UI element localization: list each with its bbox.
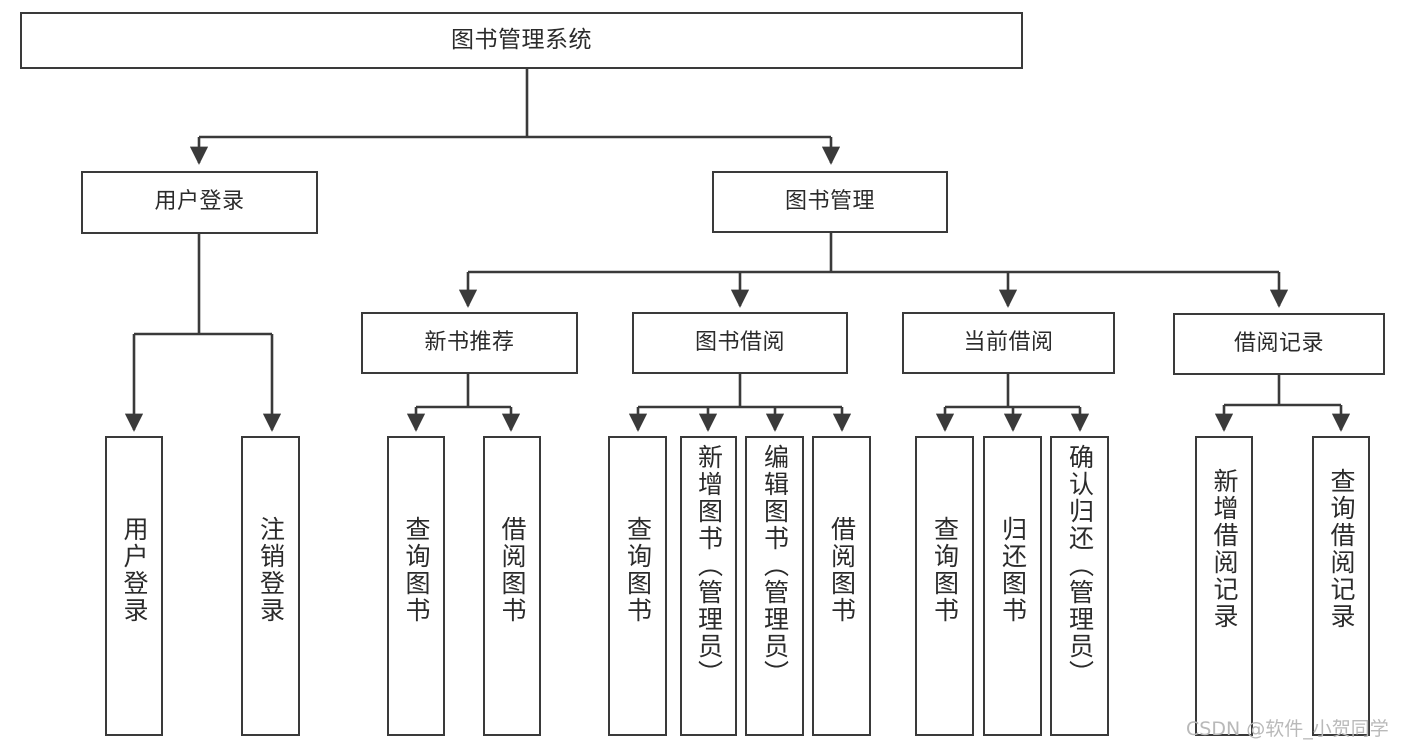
node-user-login[interactable]: 用户登录 — [81, 171, 318, 234]
node-label-new-book-recommend: 新书推荐 — [424, 329, 515, 355]
node-label-leaf-add-record: 新增借阅记录 — [1210, 468, 1239, 630]
node-label-leaf-logout: 注销登录 — [256, 516, 286, 624]
node-leaf-logout[interactable]: 注销登录 — [241, 436, 300, 736]
node-current-borrow[interactable]: 当前借阅 — [902, 312, 1115, 374]
node-leaf-add-book[interactable]: 新增图书（管理员） — [680, 436, 737, 736]
node-label-leaf-edit-book: 编辑图书（管理员） — [760, 444, 790, 687]
node-leaf-borrow-book-2[interactable]: 借阅图书 — [812, 436, 871, 736]
node-book-manage[interactable]: 图书管理 — [712, 171, 948, 233]
node-leaf-borrow-book-1[interactable]: 借阅图书 — [483, 436, 541, 736]
node-label-book-manage: 图书管理 — [784, 188, 875, 214]
node-borrow-record[interactable]: 借阅记录 — [1173, 313, 1385, 375]
node-label-leaf-query-record: 查询借阅记录 — [1327, 468, 1356, 630]
node-book-borrow[interactable]: 图书借阅 — [632, 312, 848, 374]
node-leaf-add-record[interactable]: 新增借阅记录 — [1195, 436, 1253, 736]
node-leaf-user-login[interactable]: 用户登录 — [105, 436, 163, 736]
node-leaf-edit-book[interactable]: 编辑图书（管理员） — [745, 436, 804, 736]
node-leaf-return-book[interactable]: 归还图书 — [983, 436, 1042, 736]
node-label-leaf-add-book: 新增图书（管理员） — [694, 444, 724, 687]
node-label-user-login: 用户登录 — [154, 189, 245, 215]
node-label-borrow-record: 借阅记录 — [1233, 330, 1324, 356]
node-leaf-confirm-return[interactable]: 确认归还（管理员） — [1050, 436, 1109, 736]
node-label-leaf-confirm-return: 确认归还（管理员） — [1065, 444, 1095, 687]
node-label-book-borrow: 图书借阅 — [694, 329, 785, 355]
node-leaf-query-book-1[interactable]: 查询图书 — [387, 436, 445, 736]
node-label-leaf-query-book-3: 查询图书 — [930, 516, 960, 624]
node-label-leaf-borrow-book-1: 借阅图书 — [498, 516, 527, 624]
node-label-leaf-query-book-1: 查询图书 — [402, 516, 431, 624]
node-label-leaf-query-book-2: 查询图书 — [623, 516, 653, 624]
csdn-watermark: CSDN @软件_小贺同学 — [1186, 718, 1389, 740]
node-root-system[interactable]: 图书管理系统 — [20, 12, 1023, 69]
node-new-book-recommend[interactable]: 新书推荐 — [361, 312, 578, 374]
node-label-leaf-return-book: 归还图书 — [998, 516, 1028, 624]
node-label-leaf-borrow-book-2: 借阅图书 — [827, 516, 857, 624]
node-leaf-query-book-2[interactable]: 查询图书 — [608, 436, 667, 736]
node-label-root: 图书管理系统 — [451, 26, 592, 53]
node-label-leaf-user-login: 用户登录 — [120, 516, 149, 624]
node-label-current-borrow: 当前借阅 — [963, 329, 1054, 355]
node-leaf-query-record[interactable]: 查询借阅记录 — [1312, 436, 1370, 736]
node-leaf-query-book-3[interactable]: 查询图书 — [915, 436, 974, 736]
